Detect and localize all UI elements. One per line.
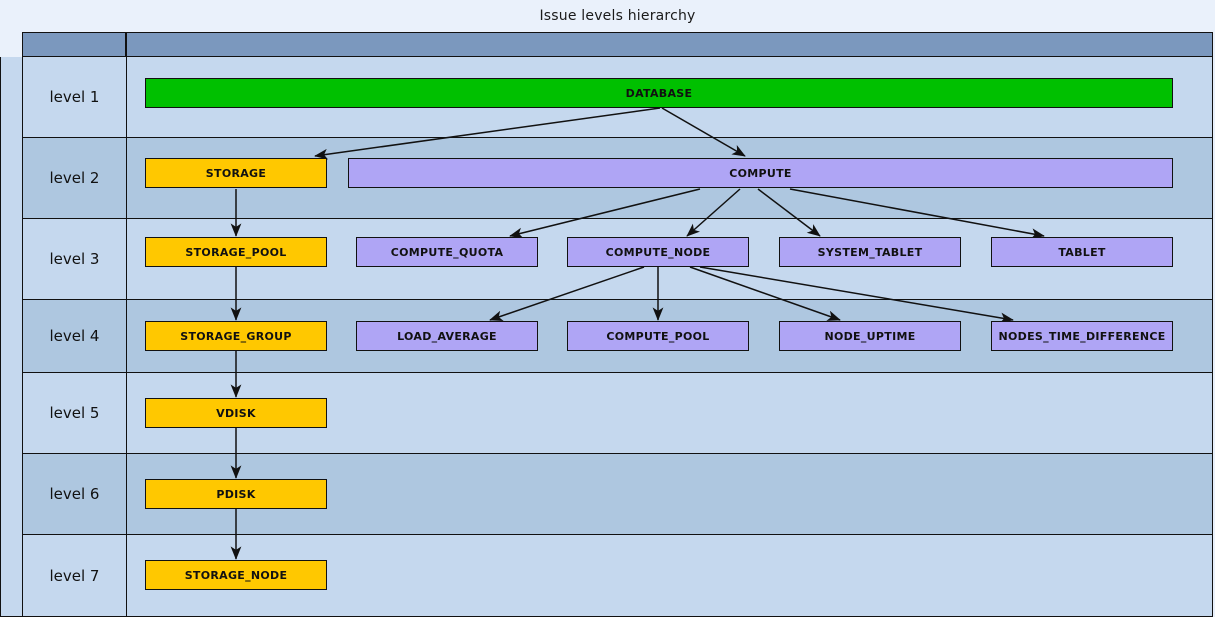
node-label: SYSTEM_TABLET [817, 245, 923, 259]
node-label: LOAD_AVERAGE [397, 329, 497, 343]
level-label-6: level 6 [23, 454, 127, 534]
header-band-left [22, 32, 126, 57]
node-database[interactable]: DATABASE [145, 78, 1173, 108]
node-label: TABLET [1058, 245, 1106, 259]
node-label: COMPUTE [729, 166, 792, 180]
node-storage[interactable]: STORAGE [145, 158, 327, 188]
node-vdisk[interactable]: VDISK [145, 398, 327, 428]
node-storage-pool[interactable]: STORAGE_POOL [145, 237, 327, 267]
node-label: COMPUTE_POOL [606, 329, 710, 343]
page-title: Issue levels hierarchy [22, 0, 1213, 32]
level-label-7: level 7 [23, 535, 127, 616]
node-compute-pool[interactable]: COMPUTE_POOL [567, 321, 749, 351]
node-storage-node[interactable]: STORAGE_NODE [145, 560, 327, 590]
node-label: NODE_UPTIME [824, 329, 916, 343]
node-system-tablet[interactable]: SYSTEM_TABLET [779, 237, 961, 267]
node-label: COMPUTE_NODE [605, 245, 711, 259]
node-node-uptime[interactable]: NODE_UPTIME [779, 321, 961, 351]
level-label-4: level 4 [23, 300, 127, 372]
node-compute-quota[interactable]: COMPUTE_QUOTA [356, 237, 538, 267]
node-label: STORAGE_POOL [185, 245, 287, 259]
level-label-1: level 1 [23, 57, 127, 137]
node-label: COMPUTE_QUOTA [390, 245, 504, 259]
node-compute[interactable]: COMPUTE [348, 158, 1173, 188]
node-label: STORAGE [205, 166, 267, 180]
header-band-right [126, 32, 1213, 57]
node-storage-group[interactable]: STORAGE_GROUP [145, 321, 327, 351]
node-label: DATABASE [625, 86, 693, 100]
node-label: VDISK [216, 406, 256, 420]
node-load-average[interactable]: LOAD_AVERAGE [356, 321, 538, 351]
node-label: NODES_TIME_DIFFERENCE [998, 329, 1166, 343]
node-label: PDISK [216, 487, 256, 501]
level-label-2: level 2 [23, 138, 127, 218]
node-tablet[interactable]: TABLET [991, 237, 1173, 267]
node-label: STORAGE_NODE [184, 568, 288, 582]
level-label-3: level 3 [23, 219, 127, 299]
level-label-5: level 5 [23, 373, 127, 453]
left-gutter-body [0, 57, 23, 617]
node-nodes-time-difference[interactable]: NODES_TIME_DIFFERENCE [991, 321, 1173, 351]
node-compute-node[interactable]: COMPUTE_NODE [567, 237, 749, 267]
node-pdisk[interactable]: PDISK [145, 479, 327, 509]
node-label: STORAGE_GROUP [180, 329, 292, 343]
